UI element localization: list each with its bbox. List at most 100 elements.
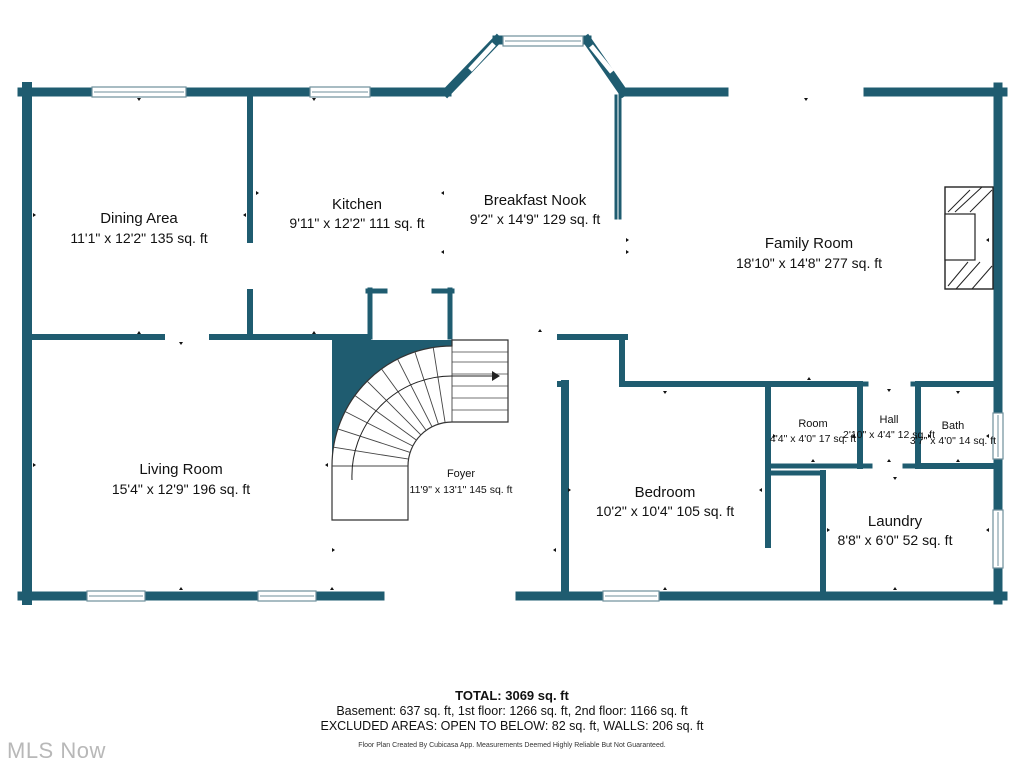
measure-tick-icon bbox=[312, 98, 316, 101]
fireplace-hatch bbox=[947, 261, 969, 287]
stair-tread bbox=[344, 411, 414, 447]
measure-tick-icon bbox=[827, 528, 830, 532]
measure-tick-icon bbox=[137, 98, 141, 101]
room-name: Breakfast Nook bbox=[484, 192, 587, 209]
room-label-room: Room 4'4" x 4'0" 17 sq. ft bbox=[770, 418, 856, 445]
measure-tick-icon bbox=[773, 434, 776, 438]
measure-tick-icon bbox=[663, 391, 667, 394]
measure-tick-icon bbox=[332, 548, 335, 552]
measure-tick-icon bbox=[887, 389, 891, 392]
measure-tick-icon bbox=[568, 488, 571, 492]
room-dimensions: 8'8" x 6'0" 52 sq. ft bbox=[838, 532, 953, 548]
stair-void-fill bbox=[332, 340, 452, 466]
windows bbox=[86, 35, 1004, 602]
room-name: Foyer bbox=[447, 468, 475, 480]
stair-tread bbox=[397, 358, 433, 428]
room-dimensions: 10'2" x 10'4" 105 sq. ft bbox=[596, 503, 734, 519]
bay-window bbox=[589, 44, 614, 74]
room-label-foyer: Foyer 11'9" x 13'1" 145 sq. ft bbox=[410, 468, 513, 496]
measure-tick-icon bbox=[330, 587, 334, 590]
room-dimensions: 4'4" x 4'0" 17 sq. ft bbox=[770, 433, 856, 445]
measure-tick-icon bbox=[441, 191, 444, 195]
floor-areas: Basement: 637 sq. ft, 1st floor: 1266 sq… bbox=[336, 704, 688, 718]
measure-tick-icon bbox=[956, 459, 960, 462]
measure-tick-icon bbox=[243, 213, 246, 217]
stair-tread bbox=[333, 446, 409, 460]
measure-tick-icon bbox=[538, 329, 542, 332]
fireplace-hatch bbox=[969, 189, 993, 213]
room-label-hall: Hall 2'10" x 4'4" 12 sq. ft bbox=[843, 414, 935, 441]
room-label-family-room: Family Room 18'10" x 14'8" 277 sq. ft bbox=[736, 235, 882, 271]
measure-tick-icon bbox=[887, 459, 891, 462]
bay-window bbox=[468, 42, 496, 72]
room-dimensions: 11'1" x 12'2" 135 sq. ft bbox=[70, 230, 207, 246]
fireplace-hatch bbox=[955, 261, 981, 290]
fireplace-hatch bbox=[947, 189, 971, 213]
measure-tick-icon bbox=[956, 391, 960, 394]
room-name: Living Room bbox=[139, 461, 222, 478]
details bbox=[33, 98, 994, 590]
stair-tread bbox=[414, 351, 439, 425]
room-dimensions: 15'4" x 12'9" 196 sq. ft bbox=[112, 481, 250, 497]
room-label-bedroom: Bedroom 10'2" x 10'4" 105 sq. ft bbox=[596, 484, 734, 519]
measure-tick-icon bbox=[325, 463, 328, 467]
fireplace-hearth bbox=[944, 213, 976, 261]
measure-tick-icon bbox=[179, 342, 183, 345]
room-name: Dining Area bbox=[100, 210, 178, 227]
measure-tick-icon bbox=[928, 434, 931, 438]
stair-tread bbox=[366, 380, 422, 436]
measure-tick-icon bbox=[804, 98, 808, 101]
mls-now-watermark: MLS Now bbox=[7, 738, 106, 763]
room-dimensions: 11'9" x 13'1" 145 sq. ft bbox=[410, 484, 513, 496]
room-dimensions: 9'11" x 12'2" 111 sq. ft bbox=[289, 215, 424, 231]
excluded-areas: EXCLUDED AREAS: OPEN TO BELOW: 82 sq. ft… bbox=[320, 719, 704, 733]
measure-tick-icon bbox=[759, 488, 762, 492]
measure-tick-icon bbox=[626, 238, 629, 242]
measure-tick-icon bbox=[893, 477, 897, 480]
fireplace-hatch bbox=[971, 265, 993, 290]
measure-tick-icon bbox=[663, 587, 667, 590]
room-name: Kitchen bbox=[332, 196, 382, 213]
stair-tread bbox=[354, 395, 417, 441]
room-label-breakfast-nook: Breakfast Nook 9'2" x 14'9" 129 sq. ft bbox=[470, 192, 601, 227]
room-name: Hall bbox=[880, 414, 899, 426]
fireplace-hatch bbox=[954, 186, 983, 213]
walls bbox=[17, 33, 1008, 605]
room-name: Room bbox=[798, 418, 827, 430]
disclaimer: Floor Plan Created By Cubicasa App. Meas… bbox=[358, 742, 666, 749]
room-label-bath: Bath 3'7" x 4'0" 14 sq. ft bbox=[910, 420, 996, 447]
measure-tick-icon bbox=[986, 238, 989, 242]
stair-tread bbox=[337, 428, 411, 453]
room-dimensions: 18'10" x 14'8" 277 sq. ft bbox=[736, 255, 882, 271]
room-label-living-room: Living Room 15'4" x 12'9" 196 sq. ft bbox=[112, 461, 250, 497]
room-name: Family Room bbox=[765, 235, 853, 252]
floor-plan: Dining Area 11'1" x 12'2" 135 sq. ft Kit… bbox=[17, 33, 1008, 605]
measure-tick-icon bbox=[33, 213, 36, 217]
room-name: Bath bbox=[942, 420, 965, 432]
room-name: Laundry bbox=[868, 513, 923, 530]
room-dimensions: 2'10" x 4'4" 12 sq. ft bbox=[843, 429, 935, 441]
room-label-dining-area: Dining Area 11'1" x 12'2" 135 sq. ft bbox=[70, 210, 207, 246]
measure-tick-icon bbox=[256, 191, 259, 195]
stair-arrow-icon bbox=[492, 371, 500, 381]
measure-tick-icon bbox=[811, 459, 815, 462]
room-label-kitchen: Kitchen 9'11" x 12'2" 111 sq. ft bbox=[289, 196, 424, 231]
room-dimensions: 3'7" x 4'0" 14 sq. ft bbox=[910, 435, 996, 447]
stair-tread bbox=[381, 368, 427, 431]
stair-tread bbox=[432, 347, 446, 423]
measure-tick-icon bbox=[893, 587, 897, 590]
measure-tick-icon bbox=[986, 434, 989, 438]
total-area: TOTAL: 3069 sq. ft bbox=[455, 688, 569, 703]
measure-tick-icon bbox=[807, 377, 811, 380]
measure-tick-icon bbox=[179, 587, 183, 590]
measure-tick-icon bbox=[312, 331, 316, 334]
measure-tick-icon bbox=[33, 463, 36, 467]
measure-tick-icon bbox=[553, 548, 556, 552]
room-name: Bedroom bbox=[635, 484, 696, 501]
room-label-laundry: Laundry 8'8" x 6'0" 52 sq. ft bbox=[838, 513, 953, 548]
measure-tick-icon bbox=[137, 331, 141, 334]
room-dimensions: 9'2" x 14'9" 129 sq. ft bbox=[470, 211, 601, 227]
measure-tick-icon bbox=[441, 250, 444, 254]
stair-direction-line bbox=[351, 375, 498, 481]
measure-tick-icon bbox=[626, 250, 629, 254]
